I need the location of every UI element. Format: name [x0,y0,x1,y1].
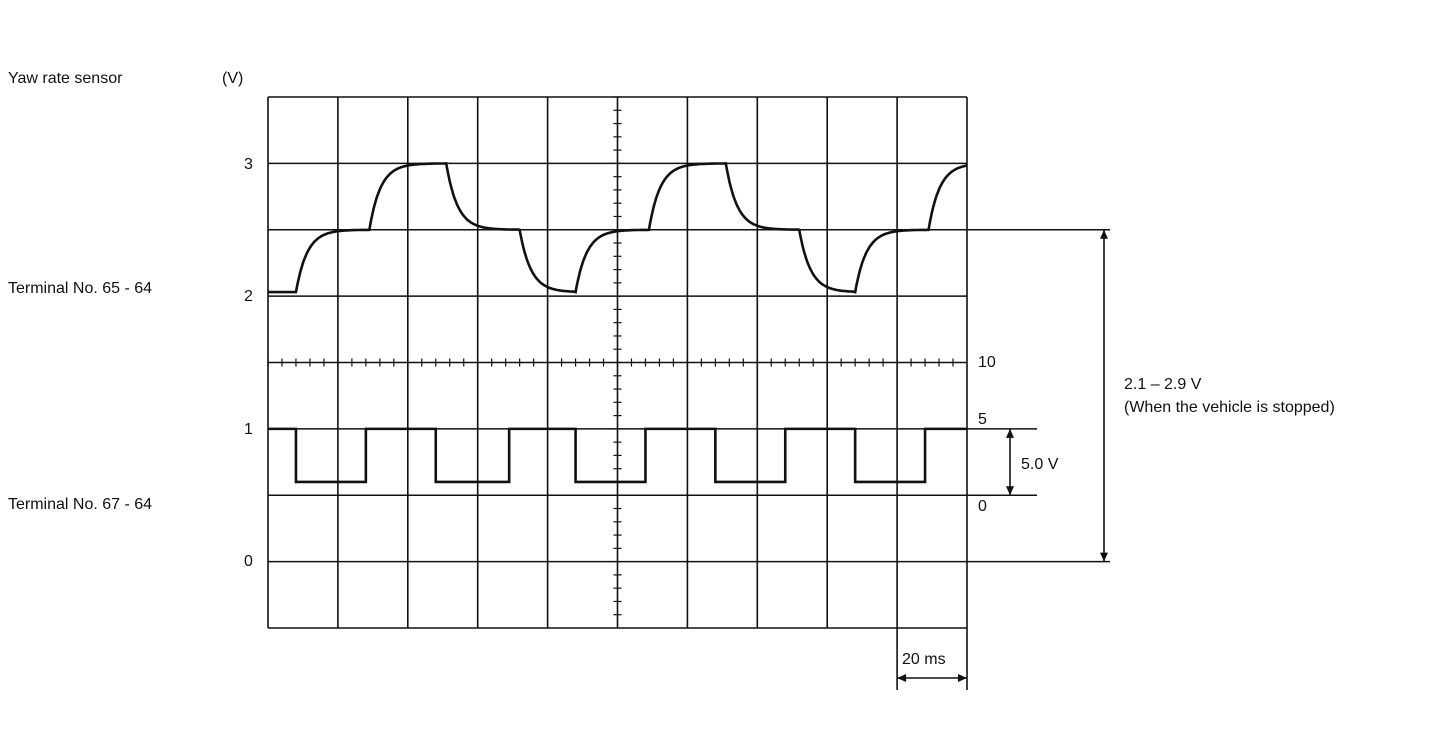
series-label-67-64: Terminal No. 67 - 64 [8,496,153,513]
right-tick-label: 10 [978,354,996,371]
y-unit-label: (V) [222,70,244,87]
range-label: 2.1 – 2.9 V [1124,376,1202,393]
time-scale-label: 20 ms [902,651,946,668]
trace-terminal-65-64 [268,162,968,294]
left-tick-label: 2 [244,288,253,305]
arrow-head-icon [897,674,907,682]
arrow-head-icon [1100,229,1108,239]
series-label-65-64: Terminal No. 65 - 64 [8,280,153,297]
right-tick-label: 5 [978,411,987,428]
amplitude-label: 5.0 V [1021,456,1059,473]
arrow-head-icon [1006,428,1014,438]
arrow-head-icon [958,674,967,682]
right-tick-label: 0 [978,498,987,515]
arrow-head-icon [1100,552,1108,562]
left-tick-label: 1 [244,421,253,438]
range-note: (When the vehicle is stopped) [1124,399,1335,416]
chart-title: Yaw rate sensor [8,70,123,87]
trace-terminal-67-64 [268,427,967,484]
arrow-head-icon [1006,486,1014,496]
left-tick-label: 3 [244,156,253,173]
left-tick-label: 0 [244,553,253,570]
